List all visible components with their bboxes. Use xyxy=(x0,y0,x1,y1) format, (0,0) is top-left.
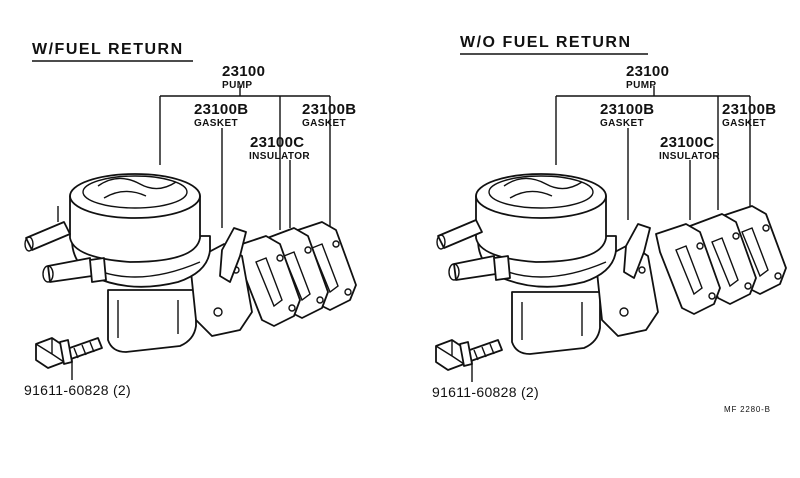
left-insulator-part-number: 23100C xyxy=(250,134,305,151)
right-assembly xyxy=(435,86,787,382)
left-gasket2-part-number: 23100B xyxy=(302,101,357,118)
figure-code: MF 2280-B xyxy=(724,405,771,414)
left-bolt-part-number: 91611-60828 (2) xyxy=(24,382,131,398)
left-assembly xyxy=(24,86,357,380)
right-gasket-1 xyxy=(655,223,721,315)
right-bolt xyxy=(435,339,503,371)
right-insulator-part-number: 23100C xyxy=(660,134,715,151)
left-pump-name: PUMP xyxy=(222,80,253,91)
left-gasket1-part-number: 23100B xyxy=(194,101,249,118)
left-pump-part-number: 23100 xyxy=(222,63,266,80)
right-leader-lines xyxy=(471,86,751,382)
right-gasket1-name: GASKET xyxy=(600,118,645,129)
left-insulator-name: INSULATOR xyxy=(249,151,311,162)
right-gasket2-part-number: 23100B xyxy=(722,101,777,118)
left-gasket2-name: GASKET xyxy=(302,118,347,129)
right-gasket2-name: GASKET xyxy=(722,118,767,129)
right-pump xyxy=(436,173,659,355)
right-insulator-name: INSULATOR xyxy=(659,151,721,162)
right-pump-part-number: 23100 xyxy=(626,63,670,80)
left-section-title: W/FUEL RETURN xyxy=(32,41,184,58)
right-bolt-part-number: 91611-60828 (2) xyxy=(432,384,539,400)
left-leader-lines xyxy=(71,86,331,380)
right-pump-name: PUMP xyxy=(626,80,657,91)
left-gasket1-name: GASKET xyxy=(194,118,239,129)
right-section-title: W/O FUEL RETURN xyxy=(460,34,632,51)
left-bolt xyxy=(35,337,103,369)
right-gasket1-part-number: 23100B xyxy=(600,101,655,118)
left-pump xyxy=(24,173,253,353)
